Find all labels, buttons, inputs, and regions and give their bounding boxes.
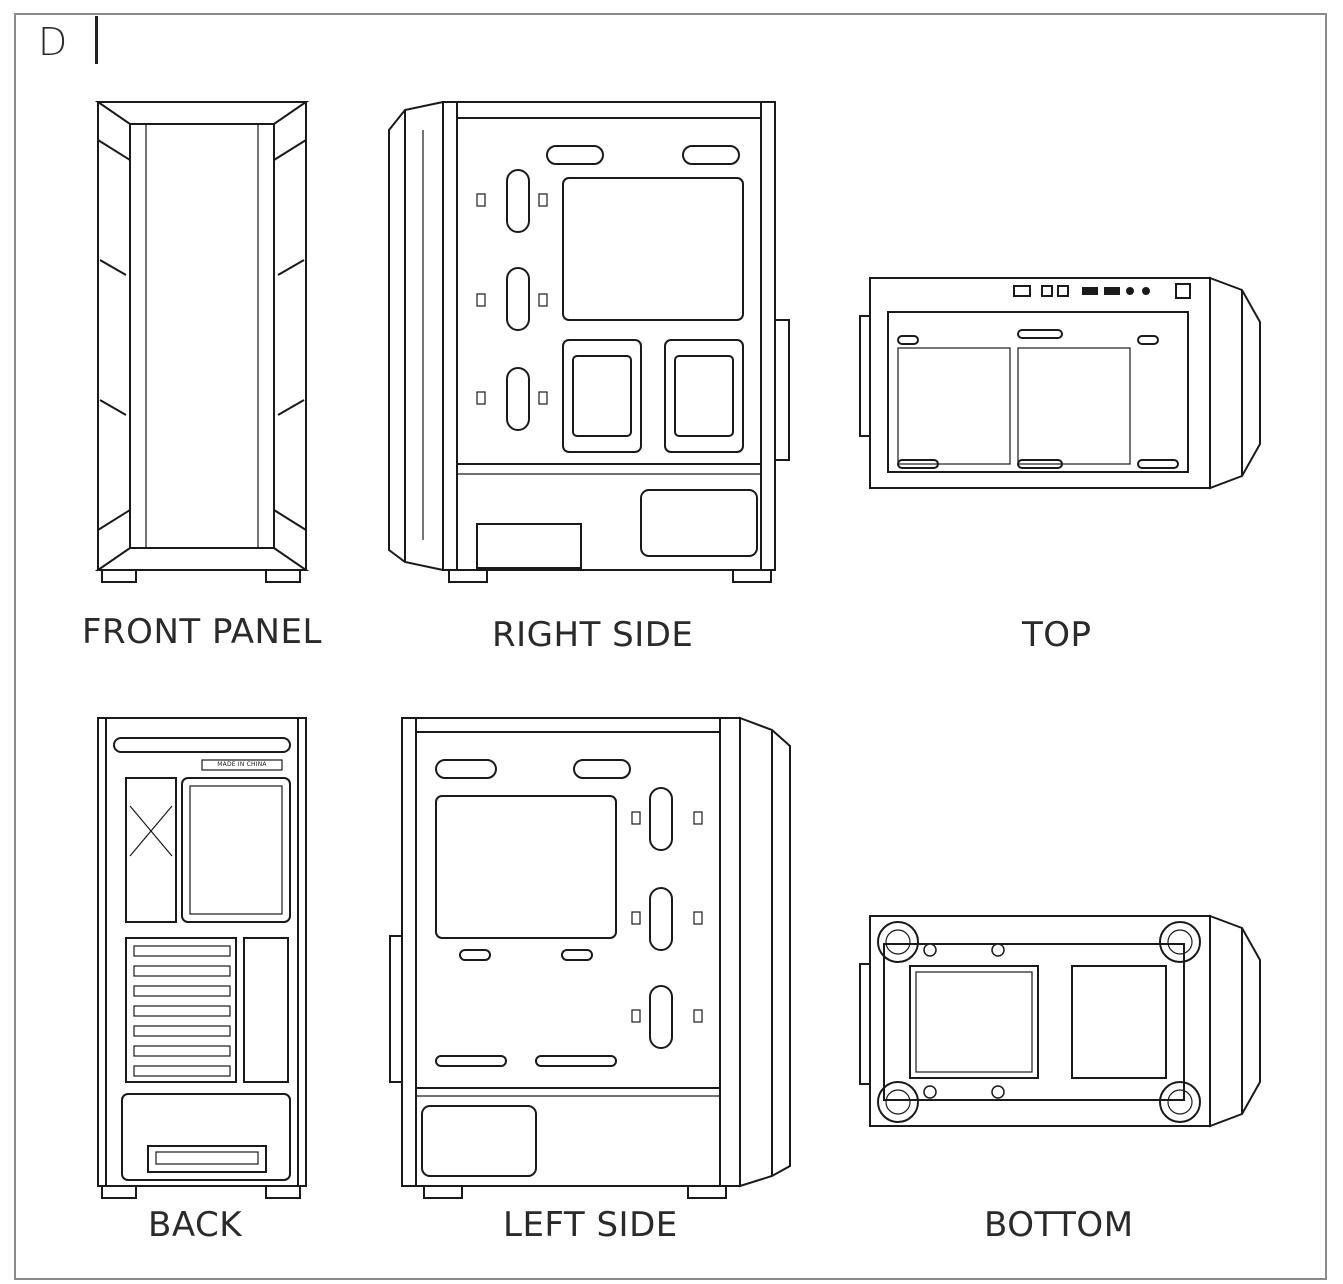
front-panel-view [94, 100, 310, 586]
front-panel-label: FRONT PANEL [82, 612, 322, 652]
left-side-label: LEFT SIDE [503, 1205, 678, 1245]
back-drawing [97, 717, 307, 1199]
bottom-view [858, 914, 1268, 1130]
bottom-label: BOTTOM [984, 1205, 1134, 1245]
top-label: TOP [1022, 615, 1092, 655]
back-view: MADE IN CHINA [96, 716, 310, 1202]
front-panel-drawing [94, 101, 310, 583]
top-view [858, 276, 1268, 492]
bottom-drawing [859, 914, 1261, 1128]
section-divider [95, 16, 98, 64]
diagram-sheet [14, 13, 1327, 1280]
left-side-drawing [389, 716, 791, 1199]
section-letter: D [38, 20, 68, 64]
back-label: BACK [148, 1205, 243, 1245]
left-side-view [388, 716, 798, 1202]
right-side-view [385, 100, 795, 586]
right-side-label: RIGHT SIDE [492, 615, 694, 655]
top-drawing [859, 276, 1261, 490]
right-side-drawing [388, 100, 790, 583]
made-in-china-stamp: MADE IN CHINA [217, 761, 267, 768]
